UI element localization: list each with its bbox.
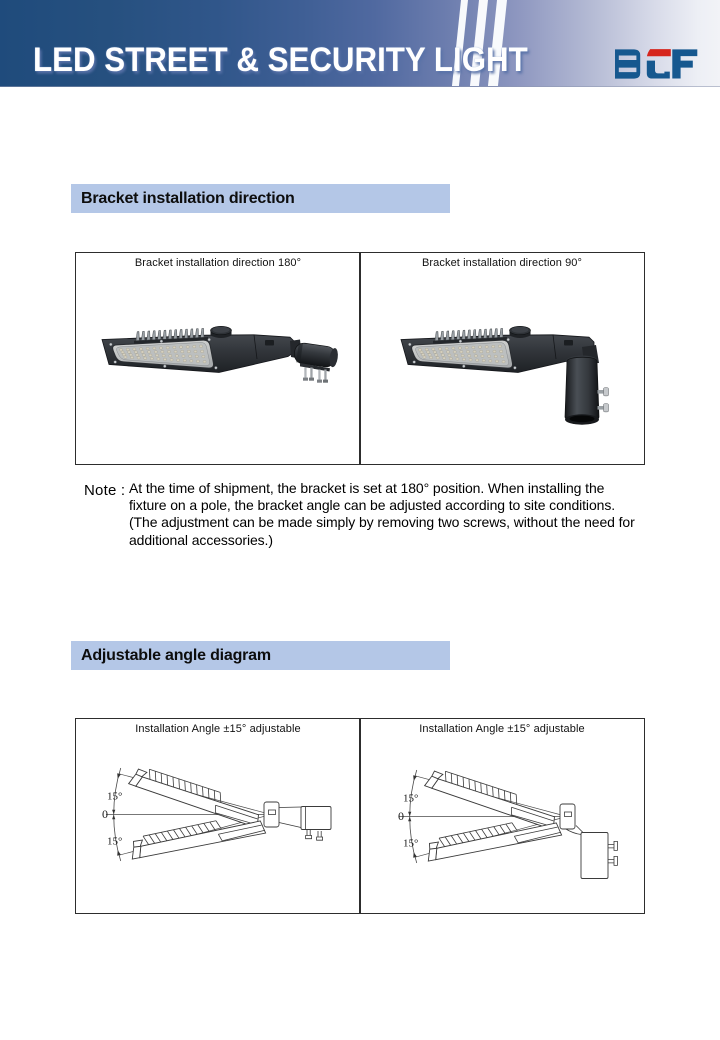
angle-label-lower: 15° <box>107 835 122 847</box>
figure-divider <box>359 718 361 913</box>
note-line: fixture on a pole, the bracket angle can… <box>129 497 616 514</box>
diagram-angle-90: 15° 0 15° <box>398 766 618 879</box>
angle-label-lower: 15° <box>403 837 418 849</box>
angle-label-upper: 15° <box>403 792 418 804</box>
angle-label-zero: 0 <box>398 809 404 823</box>
header: LED STREET & SECURITY LIGHT BCF <box>0 0 720 87</box>
u-bolts <box>303 367 328 383</box>
page-title: LED STREET & SECURITY LIGHT <box>33 41 528 79</box>
note-line: additional accessories.) <box>129 531 273 548</box>
note-line: (The adjustment can be made simply by re… <box>129 514 635 531</box>
note-text: At the time of shipment, the bracket is … <box>129 480 685 549</box>
figure-angle-diagram: Installation Angle ±15° adjustable Insta… <box>75 717 645 914</box>
photo-streetlight-90 <box>400 325 609 425</box>
figure-divider <box>359 252 361 464</box>
angle-label-zero: 0 <box>102 807 108 821</box>
bcf-logo: BCF <box>613 47 701 86</box>
wire-bracket-90 <box>564 824 618 879</box>
bcf-logo-graphic <box>615 49 698 79</box>
wire-bracket-180 <box>278 805 332 841</box>
angle-label-upper: 15° <box>107 790 122 802</box>
bracket-arm-180 <box>290 339 338 383</box>
figure-bracket-direction: Bracket installation direction 180° Brac… <box>75 251 645 465</box>
figure-caption-angle-left: Installation Angle ±15° adjustable <box>135 722 301 735</box>
photo-streetlight-180 <box>101 325 338 383</box>
section-heading-label: Adjustable angle diagram <box>81 647 271 664</box>
bracket-arm-90 <box>564 344 609 425</box>
section-heading-bracket-installation: Bracket installation direction <box>71 184 450 213</box>
figure-caption-180: Bracket installation direction 180° <box>134 256 302 269</box>
figure-caption-90: Bracket installation direction 90° <box>421 256 583 269</box>
diagram-angle-180: 15° 0 15° <box>102 764 332 869</box>
note-line: At the time of shipment, the bracket is … <box>129 480 605 496</box>
note-label: Note : <box>84 482 126 499</box>
section-heading-label: Bracket installation direction <box>81 190 295 207</box>
figure-caption-angle-right: Installation Angle ±15° adjustable <box>419 722 585 735</box>
section-heading-adjustable-angle: Adjustable angle diagram <box>71 641 450 670</box>
